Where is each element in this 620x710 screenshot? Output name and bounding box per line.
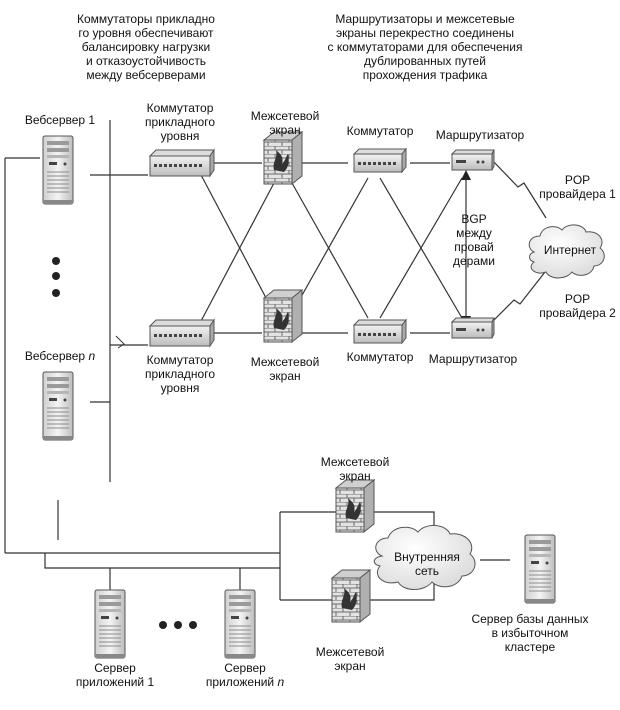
app-switch-bottom-label: Коммутатор прикладного уровня [144,353,216,395]
app-server-1-label: Сервер приложений 1 [75,661,155,689]
app-server-n-label: Сервер приложений n [205,661,285,689]
internet-label: Интернет [543,243,597,257]
switch-top-label: Коммутатор [346,124,414,138]
firewall-top-icon [263,131,303,185]
app-server-1-icon [94,589,126,659]
firewall-internal-top-icon [335,479,375,533]
db-server-icon [524,534,556,604]
web-server-1-label: Вебсервер 1 [24,113,96,127]
app-switch-top-icon [149,149,215,177]
ellipsis-dots-horizontal [159,621,197,629]
switch-bottom-icon [353,319,407,344]
app-switch-bottom-icon [149,319,215,347]
bgp-annotation: BGP между провай дерами [453,212,495,268]
pop-provider-2-label: POP провайдера 2 [539,292,616,320]
firewall-internal-bottom-label: Межсетевой экран [315,645,385,673]
web-server-n-icon [42,371,74,441]
router-top-icon [451,149,495,171]
routers-annotation: Маршрутизаторы и межсетевые экраны перек… [327,12,523,82]
cable-bend-mark [115,335,125,349]
firewall-top-label: Межсетевой экран [250,109,320,137]
web-server-1-icon [42,135,74,205]
firewall-internal-bottom-icon [331,569,371,623]
app-switches-annotation: Коммутаторы прикладно го уровня обеспечи… [77,12,215,82]
firewall-bottom-label: Межсетевой экран [250,355,320,383]
firewall-internal-top-label: Межсетевой экран [320,455,390,483]
firewall-bottom-icon [263,289,303,343]
db-server-label: Сервер базы данных в избыточном кластере [471,612,589,654]
router-bottom-label: Маршрутизатор [428,352,518,366]
router-bottom-icon [451,317,495,339]
connections [4,120,547,601]
ellipsis-dots-vertical [52,257,60,297]
switch-bottom-label: Коммутатор [346,350,414,364]
web-server-n-label: Вебсервер n [24,349,96,363]
app-server-n-icon [224,589,256,659]
pop-provider-1-label: POP провайдера 1 [539,173,616,201]
app-switch-top-label: Коммутатор прикладного уровня [144,101,216,143]
router-top-label: Маршрутизатор [435,128,525,142]
internet-cloud-icon [528,224,605,279]
internal-network-cloud-icon [373,525,476,590]
internal-network-label: Внутренняя сеть [394,550,460,578]
switch-top-icon [353,148,407,173]
